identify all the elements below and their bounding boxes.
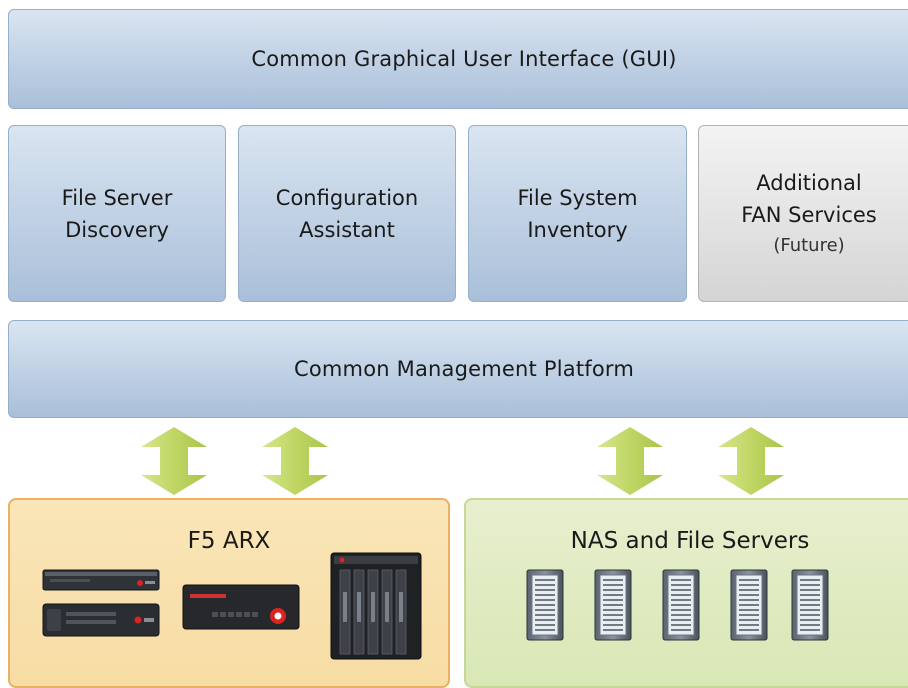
service-file-server-discovery: File Server Discovery [8,125,226,302]
service-file-system-inventory: File System Inventory [468,125,687,302]
service-label-line2: Inventory [527,217,628,242]
management-platform-bar: Common Management Platform [8,320,908,418]
tower-server-icon [730,569,768,641]
service-future-note: (Future) [773,234,845,256]
service-label-line1: File Server [61,185,173,210]
service-label-line1: Additional [756,170,862,195]
arx-4u-appliance-icon [182,584,300,630]
double-arrow-icon [141,427,207,495]
double-arrow-icon [597,427,663,495]
service-label-line2: FAN Services [741,202,877,227]
service-label-line2: Discovery [65,217,169,242]
arx-panel: F5 ARX [8,498,450,688]
nas-panel: NAS and File Servers [464,498,908,688]
tower-server-icon [791,569,829,641]
arx-panel-title: F5 ARX [187,528,271,554]
tower-server-icon [594,569,632,641]
service-additional-fan-services: Additional FAN Services (Future) [698,125,908,302]
rack-appliance-2u-icon [42,603,160,637]
gui-bar: Common Graphical User Interface (GUI) [8,9,908,109]
nas-panel-title: NAS and File Servers [570,528,810,554]
double-arrow-icon [718,427,784,495]
gui-bar-label: Common Graphical User Interface (GUI) [251,47,677,71]
tower-server-icon [526,569,564,641]
service-label-line2: Assistant [299,217,395,242]
service-label-line1: File System [517,185,638,210]
rack-appliance-1u-icon [42,569,160,591]
arx-chassis-icon [330,552,422,660]
management-platform-label: Common Management Platform [293,357,635,381]
service-label-line1: Configuration [275,185,419,210]
service-configuration-assistant: Configuration Assistant [238,125,456,302]
tower-server-icon [662,569,700,641]
double-arrow-icon [262,427,328,495]
